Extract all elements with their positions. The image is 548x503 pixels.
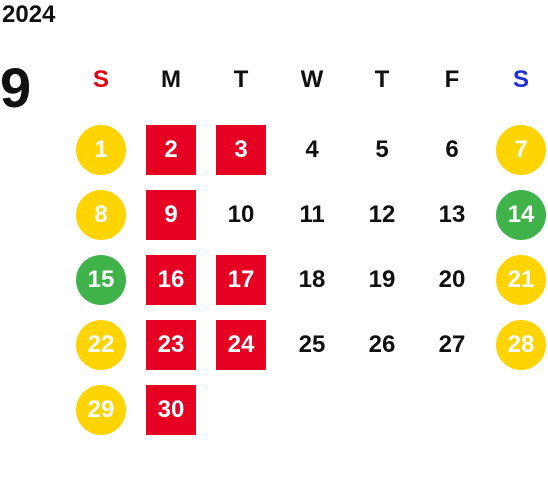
calendar-day[interactable]: 20 bbox=[438, 266, 466, 293]
calendar-day[interactable]: 12 bbox=[368, 201, 396, 228]
calendar-day[interactable]: 15 bbox=[76, 255, 126, 305]
weekday-label: T bbox=[233, 66, 249, 93]
weekday-label: S bbox=[92, 66, 109, 93]
calendar-month: 9 bbox=[0, 56, 32, 119]
calendar-day[interactable]: 5 bbox=[375, 136, 389, 163]
calendar-day[interactable]: 11 bbox=[299, 201, 325, 228]
calendar-year: 2024 bbox=[2, 1, 56, 28]
weekday-label: T bbox=[374, 66, 390, 93]
calendar-day[interactable]: 8 bbox=[76, 190, 126, 240]
calendar-day[interactable]: 28 bbox=[496, 320, 546, 370]
calendar-day[interactable]: 27 bbox=[438, 331, 466, 358]
weekday-label: W bbox=[300, 66, 324, 93]
calendar-day[interactable]: 4 bbox=[305, 136, 319, 163]
calendar-day[interactable]: 30 bbox=[146, 385, 196, 435]
calendar-day[interactable]: 2 bbox=[146, 125, 196, 175]
weekday-label: M bbox=[161, 66, 181, 93]
calendar-day[interactable]: 9 bbox=[146, 190, 196, 240]
weekday-label: F bbox=[444, 66, 460, 93]
calendar-day[interactable]: 16 bbox=[146, 255, 196, 305]
calendar-day[interactable]: 6 bbox=[445, 136, 459, 163]
calendar-day[interactable]: 3 bbox=[216, 125, 266, 175]
calendar-day[interactable]: 25 bbox=[298, 331, 326, 358]
calendar-day[interactable]: 18 bbox=[298, 266, 326, 293]
weekday-label: S bbox=[512, 66, 529, 93]
calendar-day[interactable]: 21 bbox=[496, 255, 546, 305]
calendar-day[interactable]: 17 bbox=[216, 255, 266, 305]
calendar-day[interactable]: 13 bbox=[438, 201, 466, 228]
calendar-day[interactable]: 19 bbox=[368, 266, 396, 293]
calendar-day[interactable]: 29 bbox=[76, 385, 126, 435]
calendar-day[interactable]: 7 bbox=[496, 125, 546, 175]
calendar-day[interactable]: 24 bbox=[216, 320, 266, 370]
calendar-day[interactable]: 1 bbox=[76, 125, 126, 175]
calendar-day[interactable]: 22 bbox=[76, 320, 126, 370]
calendar-day[interactable]: 23 bbox=[146, 320, 196, 370]
calendar-day[interactable]: 10 bbox=[227, 201, 255, 228]
calendar-day[interactable]: 14 bbox=[496, 190, 546, 240]
calendar-day[interactable]: 26 bbox=[368, 331, 396, 358]
